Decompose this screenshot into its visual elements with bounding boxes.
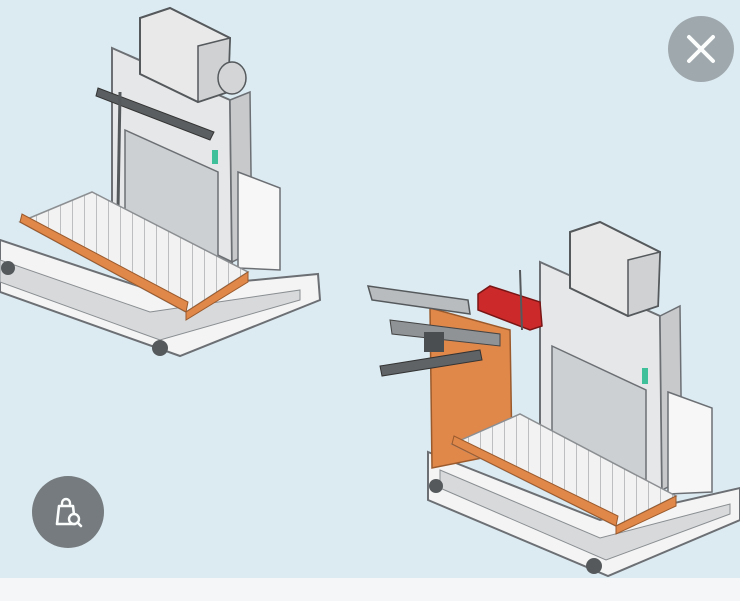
visual-search-button[interactable] xyxy=(32,476,104,548)
bottom-strip xyxy=(0,578,740,601)
close-button[interactable] xyxy=(668,16,734,82)
close-icon xyxy=(687,35,715,63)
right-machine xyxy=(366,220,740,578)
left-machine xyxy=(0,6,322,358)
right-arm-assembly xyxy=(366,285,471,315)
right-red-gripper xyxy=(477,285,543,331)
shopping-bag-search-icon xyxy=(55,497,83,528)
image-viewer xyxy=(0,0,740,578)
right-base-frame xyxy=(427,450,740,578)
machine-illustration xyxy=(0,6,740,578)
